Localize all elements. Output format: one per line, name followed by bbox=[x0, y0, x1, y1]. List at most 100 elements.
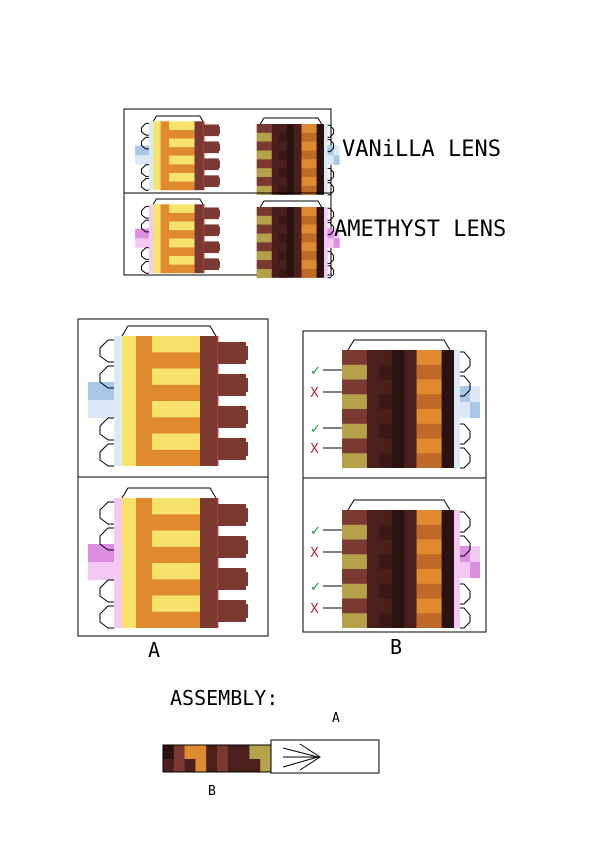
orange-column bbox=[136, 498, 152, 628]
scallop bbox=[327, 124, 335, 138]
column bbox=[271, 207, 280, 278]
scallop bbox=[141, 205, 149, 219]
stripe bbox=[161, 138, 195, 148]
left-stripe bbox=[256, 242, 272, 252]
tooth bbox=[204, 177, 220, 185]
tooth bbox=[218, 572, 248, 586]
left-stripe bbox=[256, 159, 272, 169]
strip-cell bbox=[217, 745, 229, 759]
orange-stripe bbox=[301, 168, 317, 178]
orange-stripe bbox=[416, 583, 442, 599]
dark-stripe bbox=[279, 260, 287, 269]
accent-edge bbox=[454, 350, 460, 468]
scallop bbox=[460, 511, 471, 533]
dark-stripe bbox=[279, 207, 287, 216]
left-stripe bbox=[342, 539, 367, 555]
lid-outline bbox=[121, 487, 217, 499]
stripe bbox=[138, 433, 200, 450]
orange-stripe bbox=[416, 409, 442, 424]
orange-stripe bbox=[301, 177, 317, 186]
orange-stripe bbox=[301, 242, 317, 252]
scallop bbox=[99, 417, 114, 441]
stripe bbox=[161, 221, 195, 231]
panel-a-vanilla-part bbox=[88, 325, 248, 467]
strip-cell bbox=[184, 759, 196, 772]
check-mark-icon: ✓ bbox=[310, 580, 321, 595]
left-stripe bbox=[256, 233, 272, 243]
stripe bbox=[161, 172, 195, 182]
orange-stripe bbox=[301, 132, 317, 142]
orange-stripe bbox=[301, 260, 317, 269]
side-tab bbox=[135, 145, 145, 156]
left-stripe bbox=[256, 207, 272, 216]
scallop bbox=[141, 261, 149, 274]
accent-edge bbox=[114, 498, 122, 628]
dark-stripe bbox=[279, 141, 287, 151]
dark-stripe bbox=[279, 124, 287, 133]
cross-mark-icon: X bbox=[310, 386, 319, 401]
panel-a-label: A bbox=[148, 638, 160, 662]
left-stripe bbox=[256, 132, 272, 142]
dark-stripe bbox=[279, 168, 287, 178]
check-mark-icon: ✓ bbox=[310, 422, 321, 437]
left-stripe bbox=[256, 185, 272, 195]
dark-stripe bbox=[379, 569, 392, 584]
left-stripe bbox=[342, 453, 367, 468]
assembly-strip-b bbox=[163, 745, 272, 772]
column bbox=[294, 124, 302, 195]
orange-stripe bbox=[416, 554, 442, 569]
side-tab bbox=[88, 382, 106, 400]
side-tab bbox=[88, 544, 106, 562]
scallop bbox=[460, 535, 471, 557]
orange-stripe bbox=[416, 350, 442, 365]
orange-stripe bbox=[301, 159, 317, 169]
orange-stripe bbox=[416, 364, 442, 380]
side-tab bbox=[460, 546, 470, 562]
strip-cell bbox=[249, 759, 261, 772]
orange-stripe bbox=[301, 150, 317, 160]
orange-column bbox=[160, 121, 170, 191]
left-stripe bbox=[256, 215, 272, 225]
panel-a-amethyst-part bbox=[88, 487, 248, 629]
check-mark-icon: ✓ bbox=[310, 364, 321, 379]
dark-stripe bbox=[279, 185, 287, 195]
edge-strip bbox=[130, 336, 138, 466]
accent-edge bbox=[454, 510, 460, 628]
dark-stripe bbox=[379, 554, 392, 569]
lid-outline bbox=[152, 198, 204, 205]
stripe bbox=[138, 611, 200, 628]
orange-stripe bbox=[416, 510, 442, 525]
dark-stripe bbox=[279, 132, 287, 142]
scallop bbox=[460, 375, 471, 397]
tooth bbox=[204, 160, 220, 168]
strip-cell bbox=[227, 759, 239, 772]
orange-stripe bbox=[416, 394, 442, 409]
strip-cell bbox=[238, 759, 250, 772]
strip-cell bbox=[195, 759, 207, 772]
panel-b-amethyst-part bbox=[342, 499, 480, 629]
side-tab bbox=[470, 562, 480, 578]
assembly-a-label: A bbox=[332, 711, 340, 726]
edge-strip bbox=[130, 498, 138, 628]
panel-b: ✓X✓X✓X✓X bbox=[302, 330, 487, 633]
left-stripe bbox=[342, 524, 367, 540]
dark-stripe bbox=[379, 394, 392, 409]
stripe bbox=[138, 352, 200, 369]
side-tab bbox=[333, 155, 340, 165]
orange-stripe bbox=[301, 141, 317, 151]
lid-outline bbox=[259, 117, 323, 125]
strip-cell bbox=[184, 745, 196, 759]
stripe bbox=[138, 401, 200, 418]
panel-b-label: B bbox=[390, 635, 402, 659]
column bbox=[404, 350, 417, 468]
orange-stripe bbox=[301, 207, 317, 216]
tooth bbox=[218, 410, 248, 424]
scallop bbox=[327, 182, 335, 196]
scallop bbox=[99, 527, 114, 551]
brown-column bbox=[194, 204, 205, 274]
preview-vanilla-lens-b bbox=[256, 117, 340, 196]
left-stripe bbox=[342, 350, 367, 365]
tooth bbox=[218, 508, 248, 522]
lid-outline bbox=[347, 339, 451, 351]
scallop bbox=[99, 605, 114, 629]
